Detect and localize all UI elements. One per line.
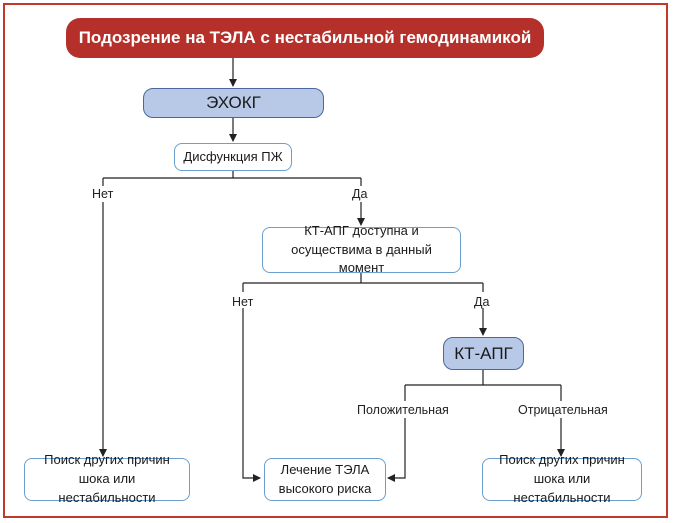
label-rv-no: Нет bbox=[92, 187, 114, 201]
title-suspected-pe: Подозрение на ТЭЛА с нестабильной гемоди… bbox=[66, 18, 544, 58]
label-positive: Положительная bbox=[357, 403, 449, 417]
node-ct-available: КТ-АПГ доступна и осуществима в данный м… bbox=[262, 223, 461, 275]
diagram-frame bbox=[3, 3, 668, 518]
arrow-positive-to-treatment bbox=[387, 418, 406, 482]
label-rv-yes: Да bbox=[352, 187, 368, 201]
node-ct-apg: КТ-АПГ bbox=[443, 337, 524, 370]
node-rv-dysfunction: Дисфункция ПЖ bbox=[174, 143, 292, 171]
node-echo: ЭХОКГ bbox=[143, 88, 324, 118]
label-ct-yes: Да bbox=[474, 295, 490, 309]
node-other-causes-right: Поиск других причин шока или нестабильно… bbox=[482, 452, 642, 505]
label-negative: Отрицательная bbox=[518, 403, 608, 417]
arrow-no-to-treatment bbox=[242, 308, 261, 482]
node-other-causes-left: Поиск других причин шока или нестабильно… bbox=[24, 452, 190, 505]
label-ct-no: Нет bbox=[232, 295, 254, 309]
node-treatment: Лечение ТЭЛА высокого риска bbox=[264, 458, 386, 501]
